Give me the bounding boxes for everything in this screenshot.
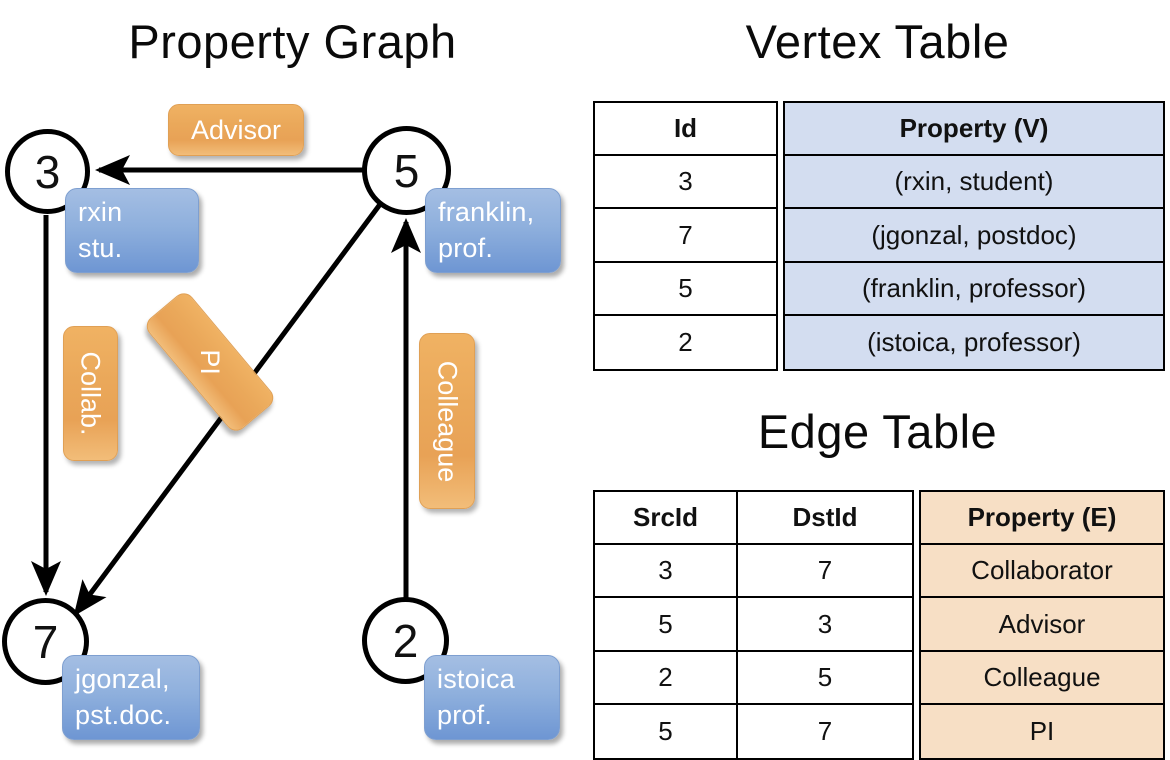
vertex-table-header-property: Property (V)	[785, 103, 1163, 157]
edge-table-col-property: Property (E) Collaborator Advisor Collea…	[919, 490, 1165, 760]
vertex-property-box-franklin[interactable]: franklin, prof.	[425, 188, 561, 273]
edge-table-cell-property: Colleague	[921, 651, 1163, 705]
vertex-table-header-id: Id	[595, 103, 776, 157]
vertex-property-line: pst.doc.	[75, 699, 172, 730]
vertex-table-cell-property: (istoica, professor)	[785, 315, 1163, 369]
graph-node-7-label: 7	[32, 615, 59, 668]
vertex-property-line: istoica	[437, 664, 515, 695]
edge-table-header-property: Property (E)	[921, 492, 1163, 546]
vertex-property-box-istoica[interactable]: istoica prof.	[424, 655, 560, 740]
vertex-table-cell-property: (franklin, professor)	[785, 262, 1163, 316]
edge-label-advisor[interactable]: Advisor	[168, 104, 304, 156]
edge-table-cell-property: Collaborator	[921, 545, 1163, 599]
vertex-table-col-property: Property (V) (rxin, student) (jgonzal, p…	[783, 101, 1165, 371]
vertex-table-cell-id: 2	[678, 326, 693, 357]
edge-table-cell-srcid: 5	[658, 715, 673, 746]
edge-table-cell-srcid: 2	[595, 652, 736, 705]
edge-table-header-dstid: DstId	[738, 492, 912, 546]
edge-label-collab-text: Collab.	[76, 351, 107, 436]
edge-table-cell-srcid: 3	[595, 545, 736, 599]
vertex-table-cell-property: (jgonzal, postdoc)	[785, 209, 1163, 263]
edge-table-cell-dstid: 3	[738, 598, 912, 652]
graph-node-3-label: 3	[34, 145, 61, 198]
vertex-table-cell-id: 5	[595, 263, 776, 316]
graph-node-5-label: 5	[393, 144, 420, 197]
edge-table: SrcId 3 5 2 5 DstId 7 3 5 7 Property (E)…	[593, 490, 1165, 760]
edge-table-cell-property: PI	[921, 704, 1163, 758]
vertex-property-box-rxin[interactable]: rxin stu.	[65, 188, 199, 273]
edge-table-cell-dstid: 5	[738, 652, 912, 705]
edge-label-colleague-text: Colleague	[432, 360, 463, 482]
edge-table-cell-dstid: 7	[738, 545, 912, 599]
vertex-table-cell-id: 3	[595, 156, 776, 210]
edge-label-colleague[interactable]: Colleague	[419, 333, 475, 509]
vertex-property-line: stu.	[78, 232, 123, 263]
vertex-property-box-jgonzal[interactable]: jgonzal, pst.doc.	[62, 655, 200, 740]
vertex-table-cell-id: 7	[595, 209, 776, 263]
graph-node-2[interactable]: 2	[362, 597, 449, 684]
vertex-table-cell-property: (rxin, student)	[785, 156, 1163, 210]
edge-table-cell-dstid: 7	[817, 715, 833, 746]
vertex-property-line: prof.	[438, 232, 494, 263]
page-title-property-graph: Property Graph	[128, 15, 457, 68]
vertex-table-col-id: Id 3 7 5 2	[593, 101, 778, 371]
vertex-property-line: jgonzal,	[75, 664, 170, 695]
vertex-property-line: rxin	[78, 197, 123, 228]
vertex-property-line: franklin,	[438, 197, 535, 228]
edge-table-header-srcid: SrcId	[595, 492, 736, 546]
edge-table-cell-property: Advisor	[921, 598, 1163, 652]
edge-table-cell-srcid: 5	[595, 598, 736, 652]
edge-table-col-srcid: SrcId 3 5 2 5	[593, 490, 738, 760]
page-title-vertex-table: Vertex Table	[745, 15, 1010, 68]
page-title-edge-table: Edge Table	[757, 405, 998, 458]
property-graph-diagram: 3 5 7 2 rxin stu. franklin, prof. jgonza…	[2, 104, 561, 740]
edge-label-advisor-text: Advisor	[190, 114, 282, 145]
vertex-property-line: prof.	[437, 699, 493, 730]
vertex-table: Id 3 7 5 2 Property (V) (rxin, student) …	[593, 101, 1165, 371]
edge-table-col-dstid: DstId 7 3 5 7	[738, 490, 914, 760]
graph-node-5[interactable]: 5	[362, 126, 451, 215]
edge-label-collab[interactable]: Collab.	[63, 326, 118, 461]
edge-label-pi-text: PI	[195, 349, 226, 375]
graph-node-2-label: 2	[392, 614, 419, 667]
